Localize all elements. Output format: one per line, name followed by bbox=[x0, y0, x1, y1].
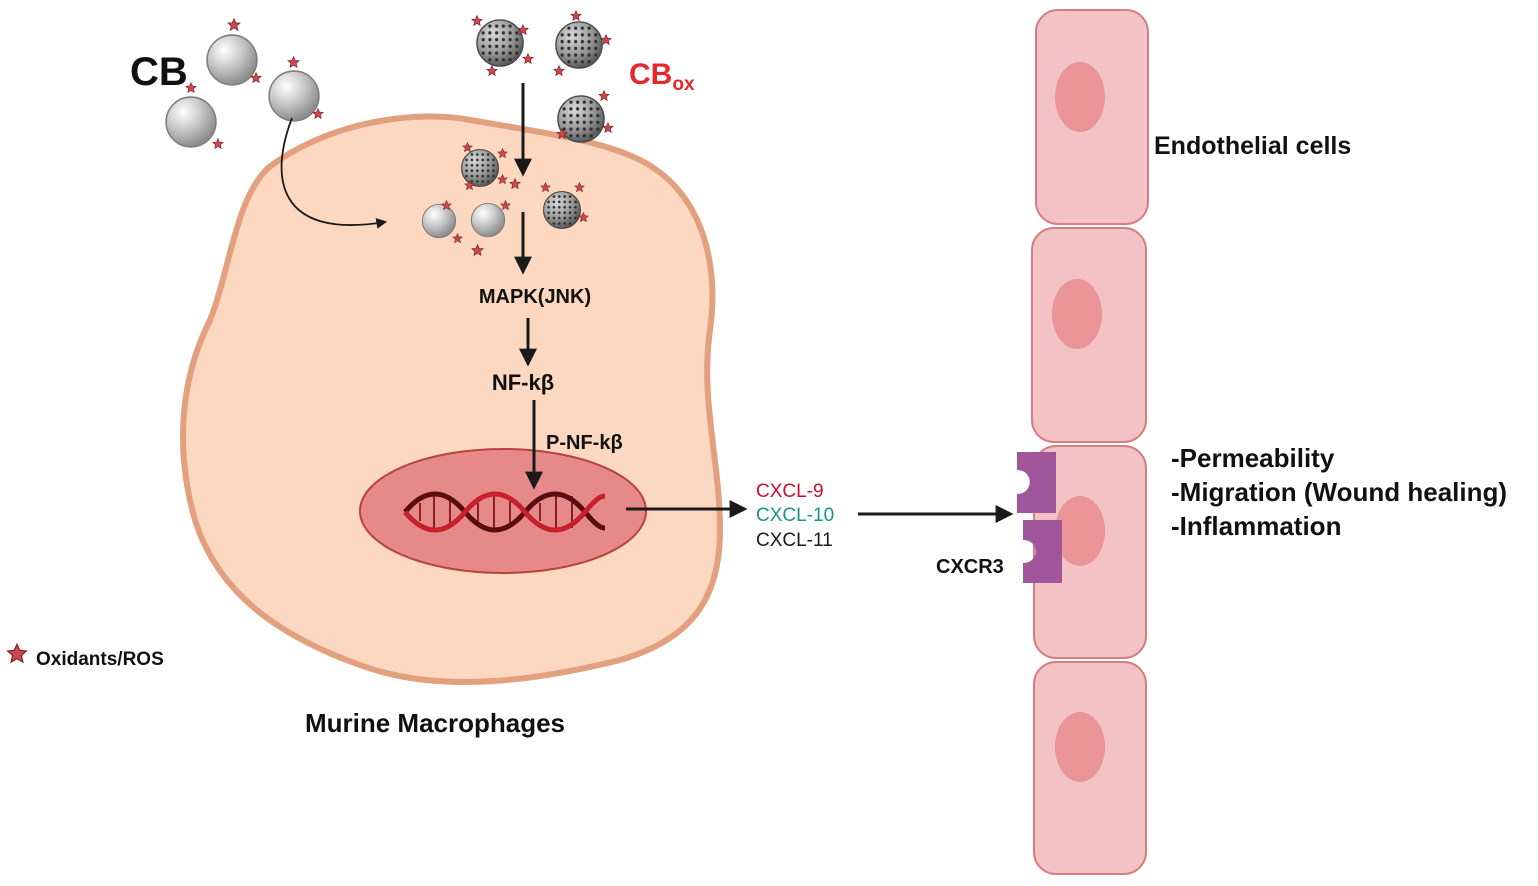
star-icon bbox=[6, 643, 28, 663]
effect-migration: -Migration (Wound healing) bbox=[1171, 477, 1507, 507]
grey-sphere-icon bbox=[206, 34, 258, 86]
endothelial-column bbox=[1031, 9, 1149, 875]
cb-label: CB bbox=[130, 50, 188, 94]
macrophage-label: Murine Macrophages bbox=[305, 708, 565, 738]
star-icon bbox=[471, 15, 483, 26]
dotted-sphere-icon bbox=[557, 95, 605, 143]
mapk-label: MAPK(JNK) bbox=[479, 286, 591, 308]
cxcr3-label: CXCR3 bbox=[936, 556, 1004, 578]
star-icon bbox=[522, 53, 534, 64]
grey-sphere-icon bbox=[421, 203, 457, 239]
dotted-sphere-icon bbox=[460, 148, 500, 188]
cxcl10-label: CXCL-10 bbox=[756, 505, 834, 526]
macrophage-cell bbox=[180, 113, 724, 685]
grey-sphere-icon bbox=[268, 70, 320, 122]
pnfkb-label: P-NF-kβ bbox=[546, 432, 623, 454]
effect-inflammation: -Inflammation bbox=[1171, 511, 1341, 541]
dotted-sphere-icon bbox=[476, 19, 524, 67]
star-icon bbox=[227, 18, 241, 31]
dotted-sphere-icon bbox=[555, 21, 603, 69]
grey-sphere-icon bbox=[470, 202, 506, 238]
star-icon bbox=[598, 90, 610, 101]
cbox-label: CBox bbox=[629, 58, 695, 95]
endothelial-nucleus bbox=[1055, 62, 1105, 132]
nfkb-label: NF-kβ bbox=[492, 370, 554, 395]
legend: Oxidants/ROS bbox=[6, 643, 164, 670]
dotted-sphere-icon bbox=[542, 190, 582, 230]
uptake-arrow bbox=[280, 117, 388, 229]
endothelial-nucleus bbox=[1052, 279, 1102, 349]
star-icon bbox=[602, 122, 614, 133]
endothelial-nucleus bbox=[1055, 496, 1105, 566]
nucleus bbox=[359, 448, 647, 574]
arrows bbox=[280, 83, 1014, 523]
cbox-label-sub: ox bbox=[672, 74, 695, 95]
receptor-icon bbox=[1017, 452, 1062, 583]
grey-sphere-icon bbox=[165, 96, 217, 148]
cxcl11-label: CXCL-11 bbox=[756, 530, 833, 551]
legend-ros-label: Oxidants/ROS bbox=[36, 649, 164, 670]
cxcl9-label: CXCL-9 bbox=[756, 481, 824, 502]
star-icon bbox=[570, 10, 582, 21]
endothelial-label: Endothelial cells bbox=[1154, 132, 1351, 160]
effect-permeability: -Permeability bbox=[1171, 443, 1335, 473]
star-icon bbox=[287, 56, 300, 68]
dna-helix-icon bbox=[403, 491, 606, 533]
star-icon bbox=[212, 138, 224, 149]
star-icon bbox=[553, 65, 565, 76]
endothelial-nucleus bbox=[1055, 712, 1105, 782]
star-icon bbox=[486, 65, 498, 76]
cbox-label-main: CB bbox=[629, 58, 672, 91]
